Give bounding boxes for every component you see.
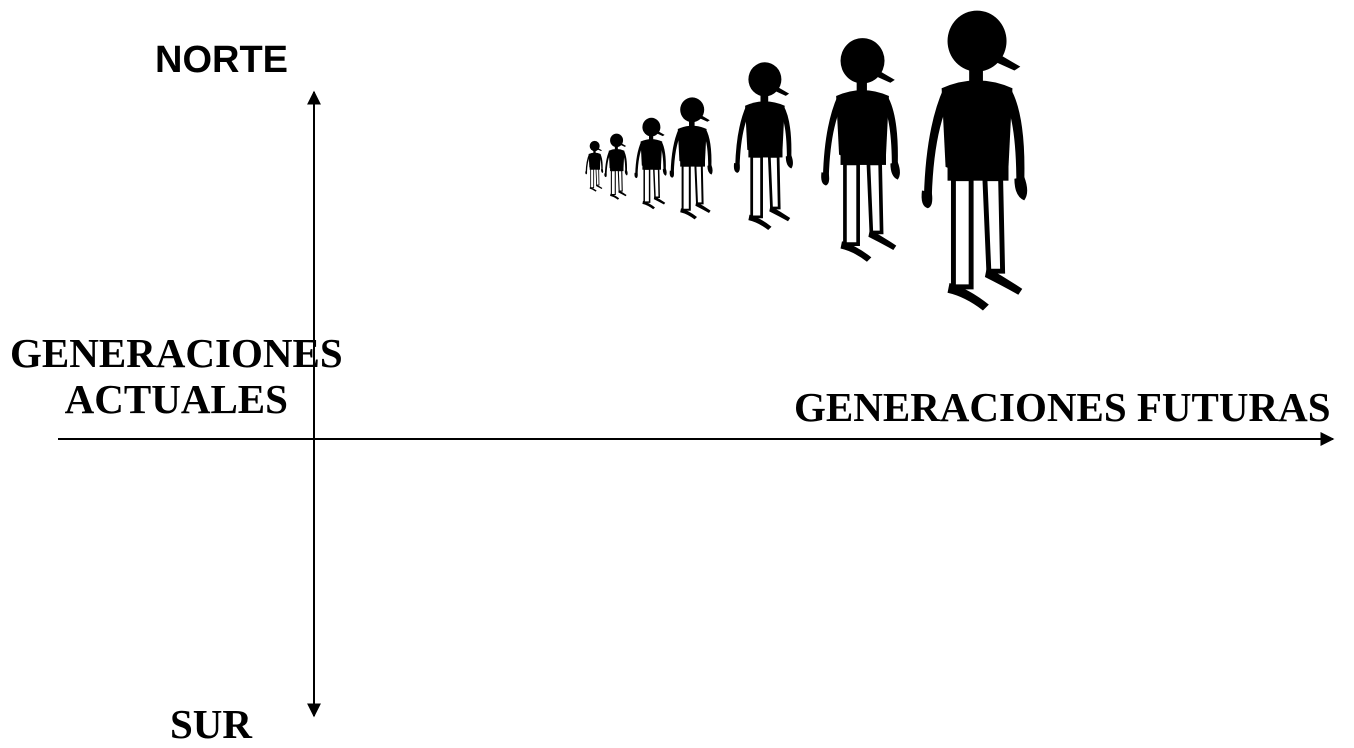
person-figure-1 — [585, 140, 604, 193]
person-figure-5 — [733, 60, 795, 232]
person-figure-4 — [669, 96, 714, 221]
north-label: NORTE — [155, 39, 288, 81]
future-generations-label: GENERACIONES FUTURAS — [794, 384, 1331, 430]
person-figure-7 — [922, 11, 1028, 311]
current-generations-label-line1: GENERACIONES — [10, 330, 343, 376]
person-figure-6 — [821, 38, 900, 262]
current-generations-label-line2: ACTUALES — [64, 376, 288, 422]
person-figure-3 — [634, 116, 668, 211]
current-generations-label: GENERACIONES ACTUALES — [10, 330, 343, 422]
south-label: SUR — [170, 701, 253, 747]
person-figure-2 — [604, 132, 629, 201]
figures-group — [585, 11, 1027, 311]
